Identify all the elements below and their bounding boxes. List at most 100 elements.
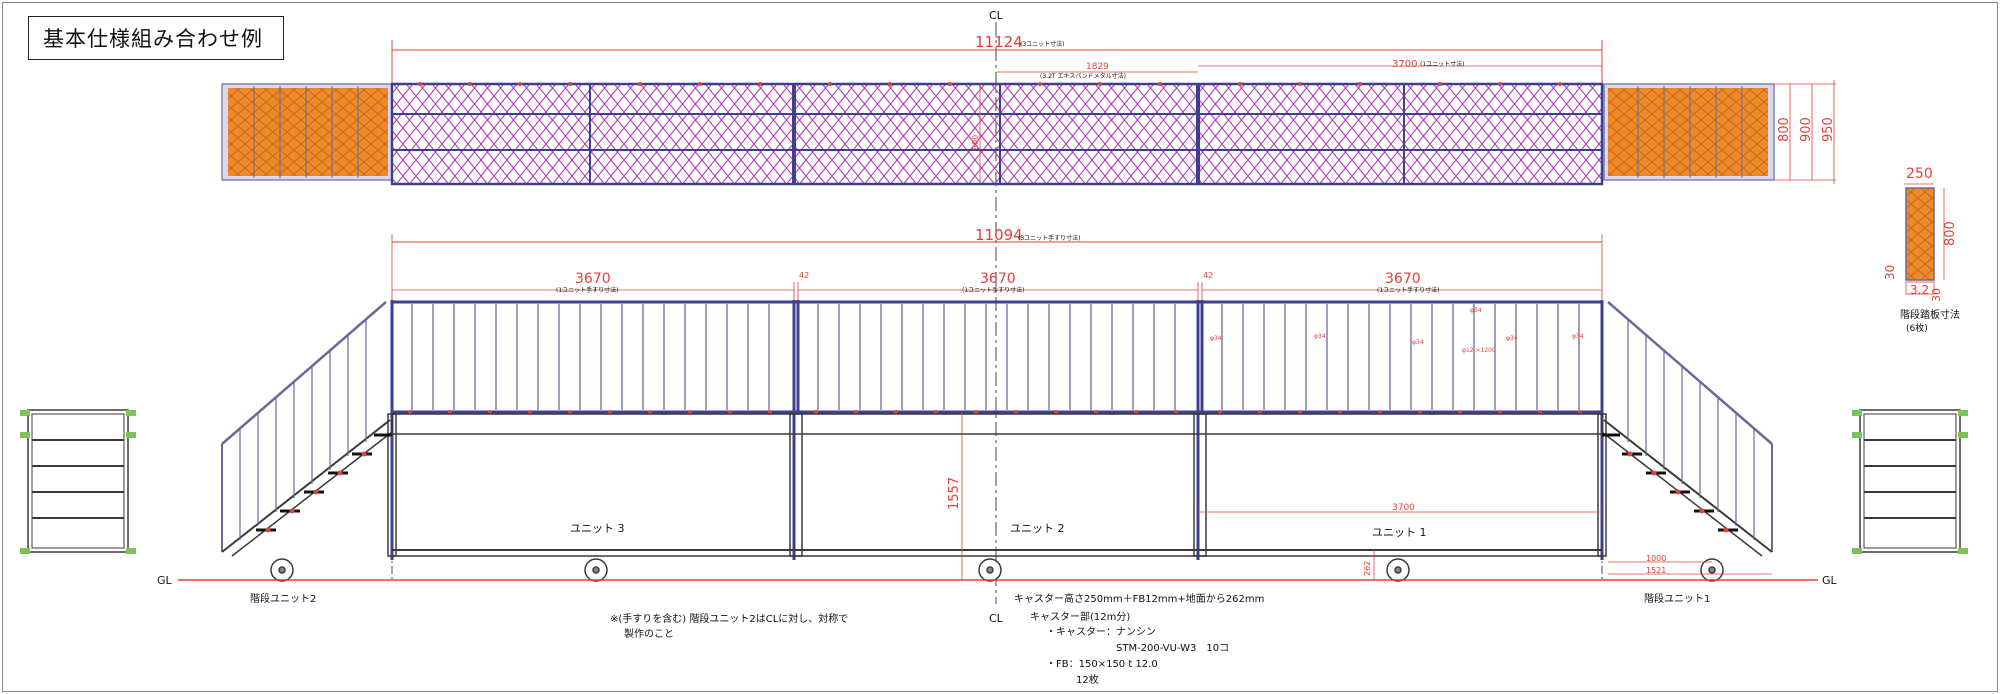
plan-overall-dim: 11124 — [975, 33, 1023, 51]
rail-bolt — [728, 410, 732, 414]
caster-note-1: キャスター高さ250mm＋FB12mm+地面から262mm — [1014, 592, 1264, 605]
tread-detail: 250 800 30 3.2 30 階段踏板寸法 (6枚) — [1883, 166, 1960, 334]
plan-depth-1: 800 — [1777, 117, 1792, 142]
rail-bolt — [1054, 410, 1058, 414]
caster-note-6: 12枚 — [1076, 673, 1099, 686]
unit-label-2: ユニット 2 — [1010, 522, 1065, 535]
tread-dim-a: 30 — [1883, 265, 1897, 280]
rail-bolt — [1174, 410, 1178, 414]
deck-height-dim: 1557 — [947, 477, 962, 510]
pipe-label-5: φ34 — [1506, 335, 1518, 342]
caster-note-5: ・FB：150×150 t 12.0 — [1046, 659, 1158, 670]
side-view-right — [1852, 409, 1968, 554]
plan-unit-note: (1ユニット寸法) — [1420, 60, 1465, 68]
plan-overall-note: (3ユニット寸法) — [1020, 40, 1065, 48]
handrail-note-2: (1ユニット手すり寸法) — [962, 286, 1025, 294]
gl-left: GL — [157, 574, 173, 587]
caster-note-4: STM-200-VU-W3 10コ — [1116, 643, 1229, 654]
plan-panel-dim: 1829 — [1086, 62, 1109, 72]
tread-label: 階段踏板寸法 — [1900, 308, 1960, 321]
rail-bolt — [688, 410, 692, 414]
tread-dim-b: 3.2 — [1910, 283, 1929, 297]
plan-panel-note: (3.2T エキスパンドメタル寸法) — [1040, 72, 1126, 80]
gl-right: GL — [1822, 574, 1838, 587]
symmetry-note-line-2: 製作のこと — [624, 627, 674, 640]
rail-bolt — [768, 410, 772, 414]
stair-dim-2: 1521 — [1646, 566, 1666, 575]
handrail-dim-2: 3670 — [980, 271, 1016, 287]
title-text: 基本仕様組み合わせ例 — [43, 27, 263, 51]
pipe-label-1: φ34 — [1210, 335, 1222, 342]
elevation-view: 11094 (3ユニット手すり寸法) 3670 (1ユニット手すり寸法) 367… — [157, 226, 1838, 605]
unit-label-3: ユニット 3 — [570, 522, 625, 535]
plan-depth-3: 950 — [1821, 117, 1836, 142]
rail-bolt — [1258, 410, 1262, 414]
handrail-note-1: (1ユニット手すり寸法) — [556, 286, 619, 294]
rail-bolt — [894, 410, 898, 414]
stair-leader-label: φ34 — [1470, 307, 1482, 314]
rail-bolt — [1578, 410, 1582, 414]
rail-bolt — [1338, 410, 1342, 414]
stair-dim-1: 1000 — [1646, 554, 1666, 563]
deck-plan — [390, 82, 1604, 186]
tread-panel — [1905, 187, 1935, 281]
rail-bolt — [648, 410, 652, 414]
tread-length: 800 — [1943, 221, 1958, 246]
caster-note-3: ・キャスター：ナンシン — [1046, 626, 1156, 638]
plan-view: 11124 (3ユニット寸法) 1829 (3.2T エキスパンドメタル寸法) … — [221, 33, 1836, 186]
rail-bolt — [1218, 410, 1222, 414]
rail-bolt — [814, 410, 818, 414]
caster-note-2: キャスター部(12m分) — [1030, 610, 1130, 623]
gap-dim-2: 42 — [1203, 271, 1213, 280]
gap-dim-1: 42 — [799, 271, 809, 280]
rail-bolt — [1418, 410, 1422, 414]
centerline: CL CL — [989, 9, 1004, 625]
side-view-left — [20, 409, 136, 554]
rail-bolt — [488, 410, 492, 414]
rail-bolt — [1458, 410, 1462, 414]
rail-bolt — [528, 410, 532, 414]
rail-bolt — [448, 410, 452, 414]
pipe-label-2: φ34 — [1314, 333, 1326, 340]
rail-bolt — [974, 410, 978, 414]
rail-bolt — [1134, 410, 1138, 414]
unit-label-1: ユニット 1 — [1372, 526, 1427, 539]
pipe-label-6: φ34 — [1572, 333, 1584, 340]
pipe-label-3: φ34 — [1412, 339, 1424, 346]
rail-bolt — [408, 410, 412, 414]
rail-bolt — [1538, 410, 1542, 414]
casters — [270, 558, 1724, 582]
rail-bolt — [934, 410, 938, 414]
rail-bolt — [1498, 410, 1502, 414]
stair-label-right: 階段ユニット1 — [1644, 592, 1710, 605]
page-title: 基本仕様組み合わせ例 — [28, 16, 284, 60]
plan-depth-2: 900 — [1799, 117, 1814, 142]
handrail-note-3: (1ユニット手すり寸法) — [1377, 286, 1440, 294]
rail-bolt — [854, 410, 858, 414]
tread-width: 250 — [1906, 166, 1933, 182]
cl-label-bottom: CL — [989, 612, 1004, 625]
unit-span-dim: 3700 — [1392, 503, 1415, 513]
rail-bolt — [1298, 410, 1302, 414]
cl-label-top: CL — [989, 9, 1004, 22]
rail-bolt — [1094, 410, 1098, 414]
stair-label-left: 階段ユニット2 — [250, 592, 316, 605]
tread-dim-c: 30 — [1930, 288, 1943, 302]
plan-unit-dim: 3700 — [1392, 59, 1417, 70]
handrail-dim-1: 3670 — [575, 271, 611, 287]
elev-overall-note: (3ユニット手すり寸法) — [1018, 234, 1081, 242]
notes: ※(手すりを含む) 階段ユニット2はCLに対し、対称で 製作のこと キャスター高… — [610, 592, 1264, 686]
rail-bolt — [568, 410, 572, 414]
stair-right — [1601, 301, 1773, 557]
rail-bolt — [608, 410, 612, 414]
plan-center-dim: 800 — [971, 135, 980, 150]
handrail-dim-3: 3670 — [1385, 271, 1421, 287]
rail-bolt — [1378, 410, 1382, 414]
pipe-label-4: φ12 ×1200 — [1462, 347, 1496, 354]
rail-bolt — [1014, 410, 1018, 414]
tread-count: (6枚) — [1906, 322, 1928, 334]
stair-left — [221, 301, 393, 557]
elev-overall-dim: 11094 — [975, 226, 1023, 244]
